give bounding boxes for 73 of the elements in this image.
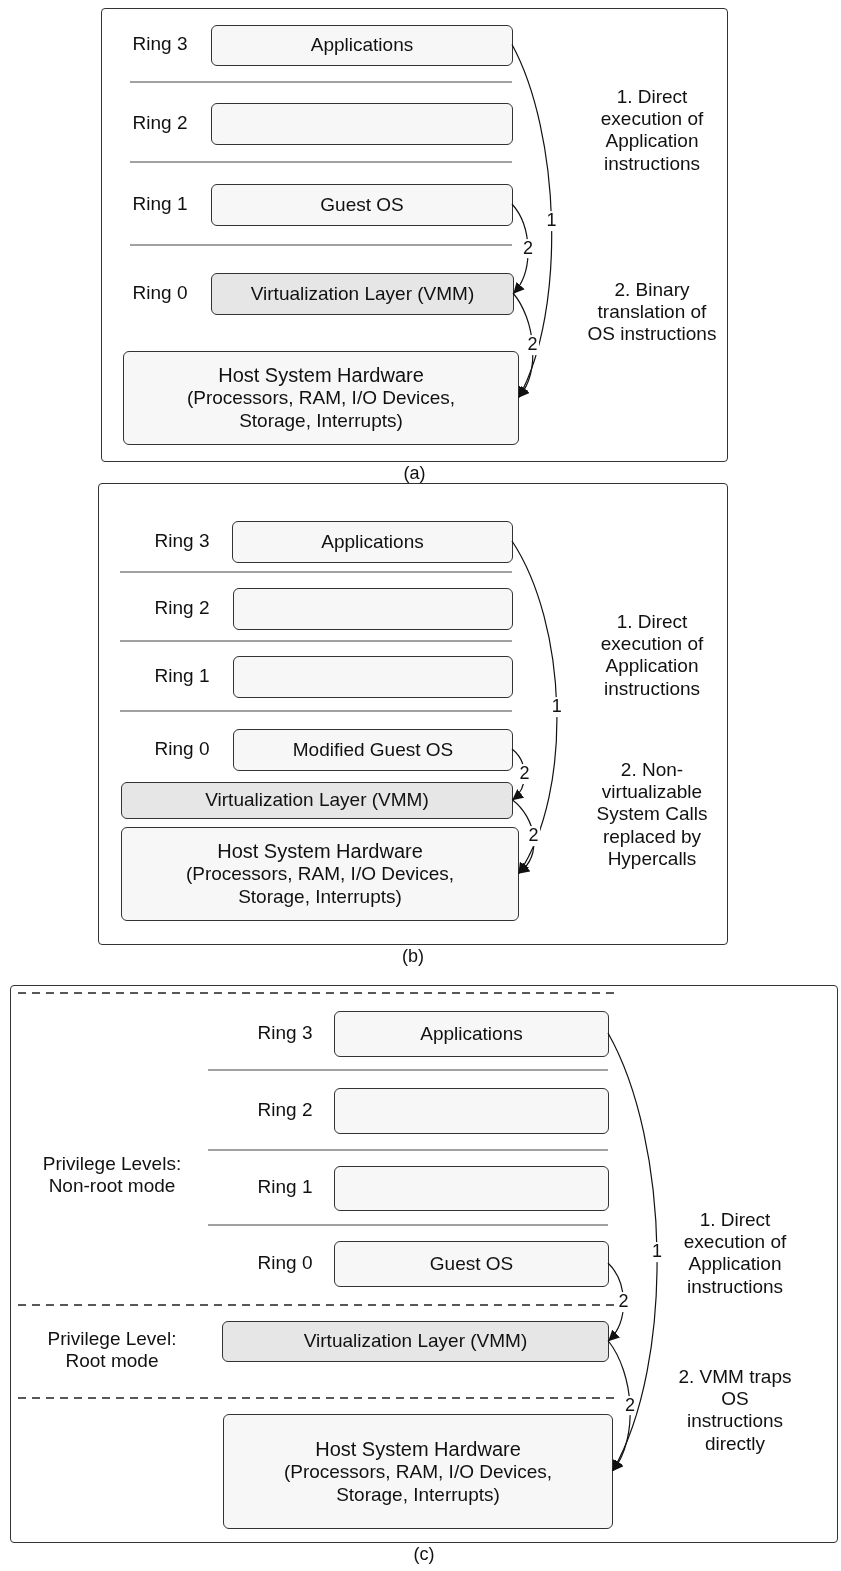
ring-label: Ring 2: [131, 111, 189, 135]
arrow: [512, 292, 534, 398]
layer-name: Virtualization Layer (VMM): [205, 789, 429, 812]
ring-label: Ring 3: [153, 529, 211, 553]
layer-name: Applications: [321, 530, 424, 554]
description-text: 2. Non-virtualizable System Calls replaced by Hypercalls: [595, 759, 709, 871]
layer-box: [233, 729, 513, 771]
ring-label: Ring 0: [153, 737, 211, 761]
layer-box: [211, 25, 513, 66]
layer-name: Host System Hardware: [315, 1436, 521, 1461]
layer-name: Applications: [420, 1022, 523, 1046]
panel-frame: [10, 985, 838, 1543]
layer-name: Host System Hardware: [217, 839, 423, 864]
arrow: [511, 798, 535, 874]
description-text: 2. VMM traps OS instructions directly: [677, 1365, 793, 1455]
panel-frame: [101, 8, 728, 462]
layer-name: Virtualization Layer (VMM): [250, 282, 475, 306]
edge-label: 2: [617, 1291, 630, 1312]
panel-frame: [98, 483, 728, 945]
layer-details: (Processors, RAM, I/O Devices, Storage, Interrupts): [282, 1460, 554, 1507]
description-text: Privilege Level: Root mode: [46, 1327, 178, 1373]
edge-label: 1: [651, 1241, 663, 1262]
layer-box: [232, 521, 513, 563]
ring-label: Ring 0: [131, 281, 189, 305]
ring-label: Ring 1: [153, 664, 211, 688]
ring-label: Ring 1: [256, 1175, 314, 1199]
description-text: 2. Binary translation of OS instructions: [586, 278, 718, 346]
ring-label: Ring 2: [153, 596, 211, 620]
layer-box: [121, 827, 519, 921]
empty-ring-box: [233, 588, 513, 630]
edge-label: 2: [518, 764, 531, 785]
edge-label: 2: [527, 826, 540, 847]
empty-ring-box: [334, 1088, 609, 1134]
layer-box: [121, 782, 513, 819]
edge-label: 2: [526, 335, 539, 355]
layer-name: Modified Guest OS: [292, 738, 454, 762]
layer-name: Guest OS: [429, 1252, 514, 1276]
layer-box: [223, 1414, 613, 1529]
layer-name: Virtualization Layer (VMM): [303, 1330, 528, 1353]
ring-label: Ring 0: [256, 1251, 314, 1275]
arrow: [607, 1339, 631, 1472]
description-text: 1. Direct execution of Application instructions: [599, 610, 705, 700]
description-text: 1. Direct execution of Application instructions: [682, 1208, 788, 1298]
edge-label: 2: [624, 1395, 636, 1416]
panel-caption: (a): [403, 464, 426, 482]
arrow: [511, 748, 526, 801]
description-text: Privilege Levels: Non-root mode: [42, 1152, 182, 1198]
panel-caption: (c): [413, 1545, 435, 1563]
layer-name: Applications: [310, 34, 414, 57]
arrow: [511, 203, 529, 294]
empty-ring-box: [211, 103, 513, 145]
layer-box: [211, 273, 514, 315]
ring-label: Ring 2: [256, 1098, 314, 1122]
layer-box: [211, 184, 513, 226]
panel-caption: (b): [402, 947, 424, 965]
arrow: [511, 540, 558, 874]
edge-label: 1: [550, 697, 563, 717]
empty-ring-box: [334, 1166, 609, 1211]
ring-label: Ring 3: [256, 1021, 314, 1045]
layer-name: Host System Hardware: [218, 363, 424, 388]
description-text: 1. Direct execution of Application instructions: [599, 85, 705, 175]
layer-name: Guest OS: [320, 193, 404, 217]
empty-ring-box: [233, 656, 513, 698]
ring-label: Ring 3: [131, 32, 189, 56]
layer-box: [334, 1011, 609, 1057]
layer-details: (Processors, RAM, I/O Devices, Storage, Interrupts): [184, 863, 456, 909]
layer-box: [222, 1321, 609, 1362]
layer-box: [123, 351, 519, 445]
edge-label: 1: [545, 210, 558, 231]
edge-label: 2: [522, 238, 534, 259]
ring-label: Ring 1: [131, 192, 189, 216]
layer-box: [334, 1241, 609, 1287]
layer-details: (Processors, RAM, I/O Devices, Storage, Interrupts): [185, 387, 457, 433]
